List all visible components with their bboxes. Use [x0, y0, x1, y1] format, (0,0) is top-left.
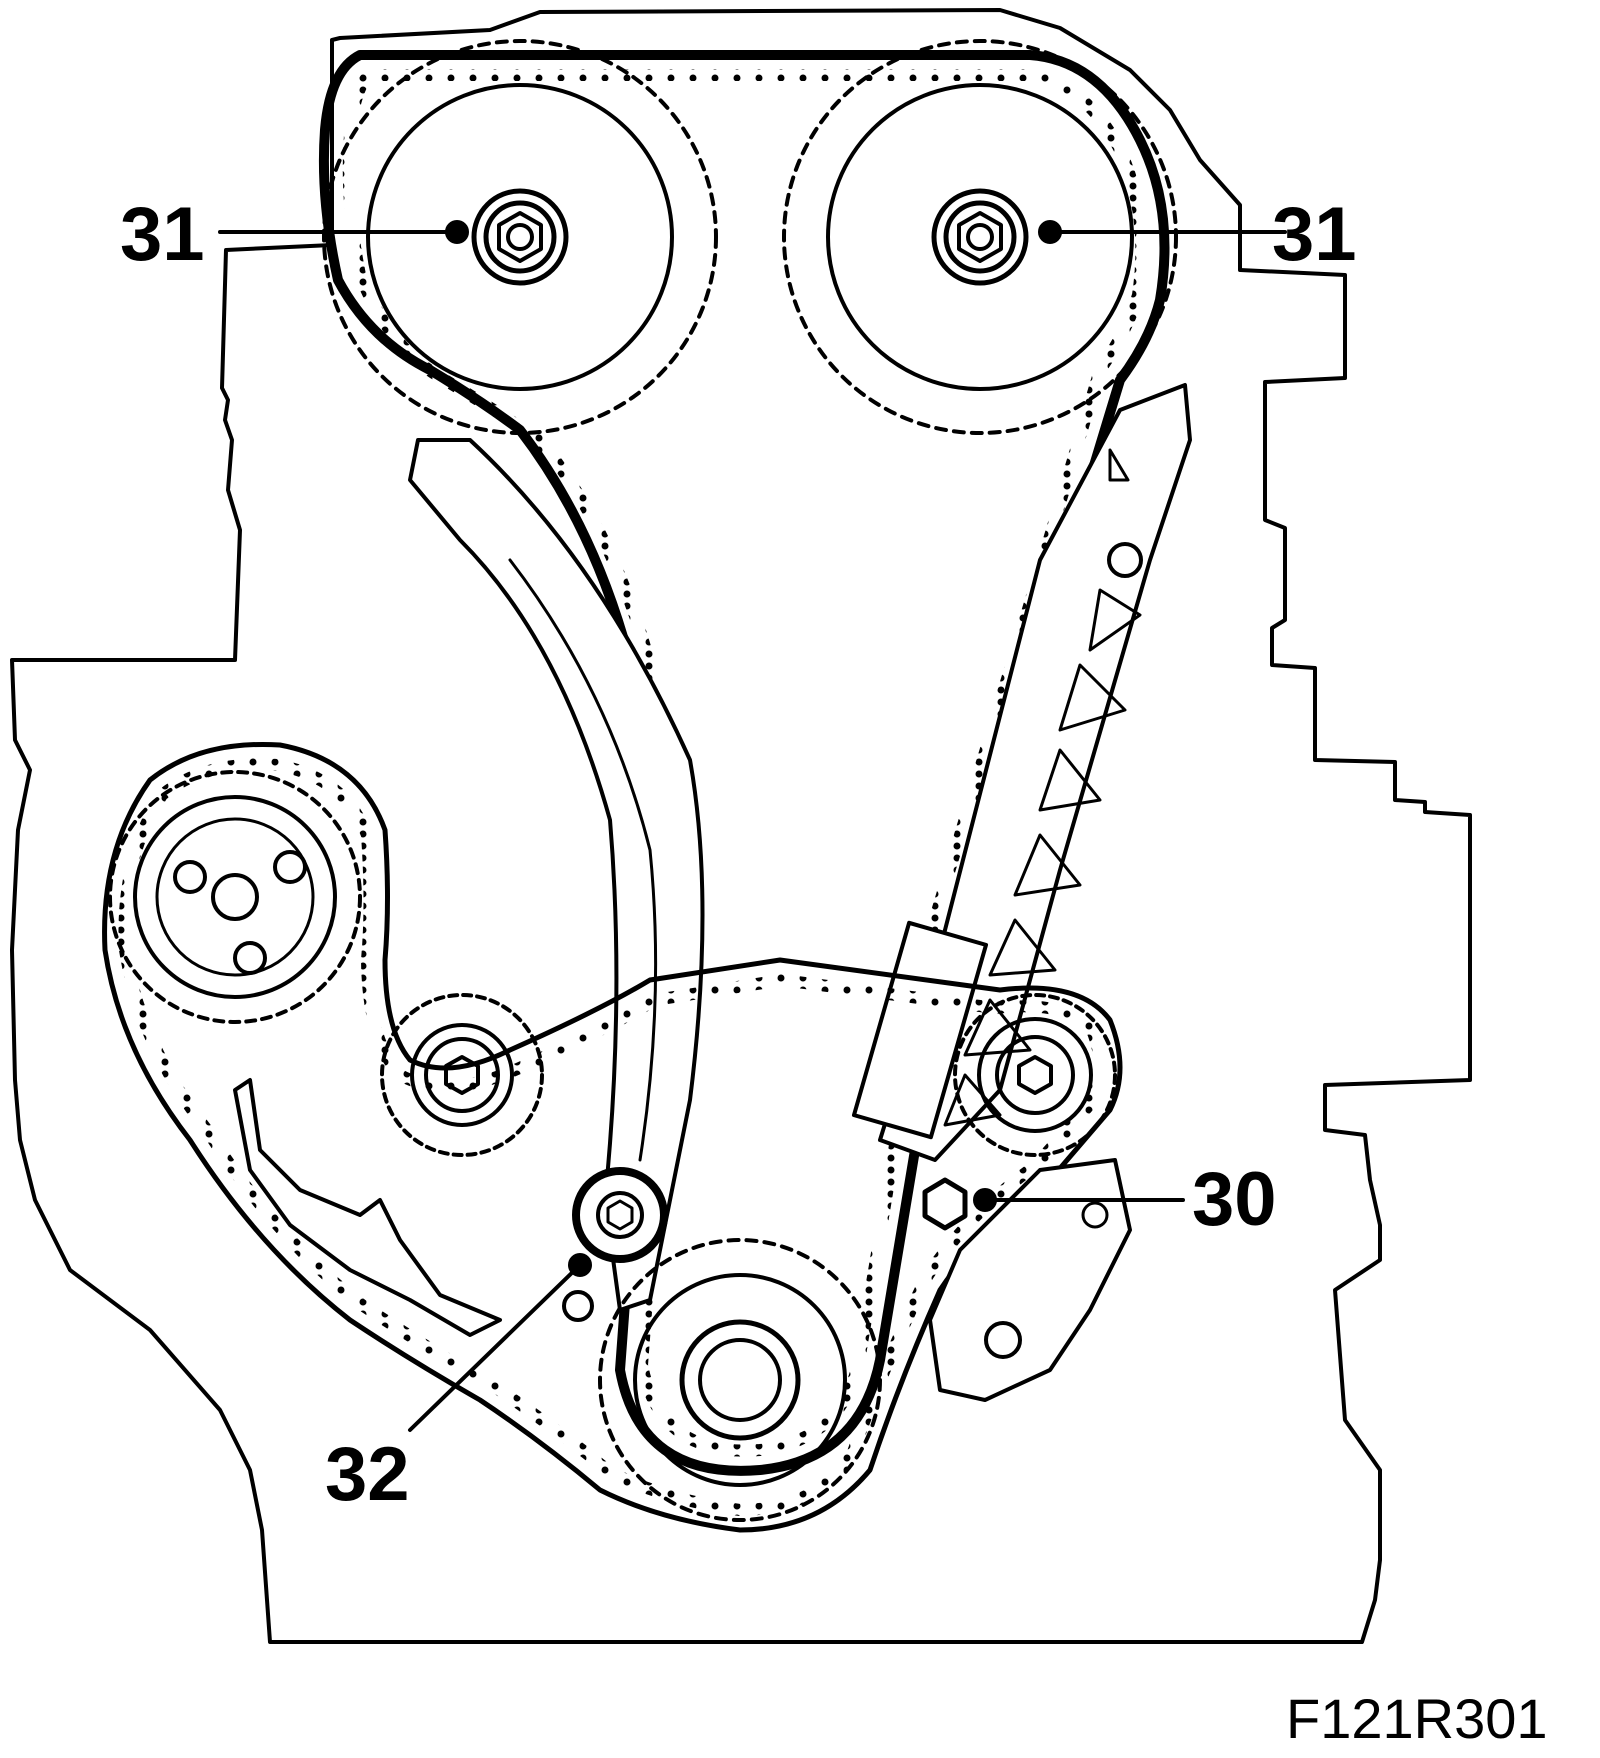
camshaft-sprocket-right: [782, 39, 1178, 435]
callout-31-right: 31: [1272, 192, 1357, 277]
figure-id: F121R301: [1286, 1687, 1548, 1750]
engine-block-outline: [10, 8, 1472, 1644]
tensioner-bolt-head: [922, 1177, 968, 1231]
camshaft-sprocket-left: [322, 39, 718, 435]
balance-shaft-sprocket-right: [953, 993, 1117, 1157]
idler-sprocket: [380, 993, 544, 1157]
lower-chain-tensioner: [928, 1158, 1132, 1402]
guide-pivot-bolt: [562, 1167, 668, 1322]
callout-32: 32: [325, 1432, 410, 1517]
balance-shaft-chain: [102, 741, 1123, 1533]
chain-guide-left: [408, 438, 705, 1312]
balance-chain-links: [118, 758, 1106, 1516]
callout-31-left: 31: [120, 192, 205, 277]
balance-shaft-sprocket: [108, 770, 362, 1024]
crankshaft-sprocket: [598, 1238, 882, 1522]
callout-leaders: [218, 220, 1287, 1432]
callout-30: 30: [1192, 1157, 1277, 1242]
lower-chain-guide-left: [233, 1078, 502, 1337]
chain-guide-left-inner: [508, 558, 658, 1162]
chain-tensioner-rail: [851, 383, 1192, 1162]
